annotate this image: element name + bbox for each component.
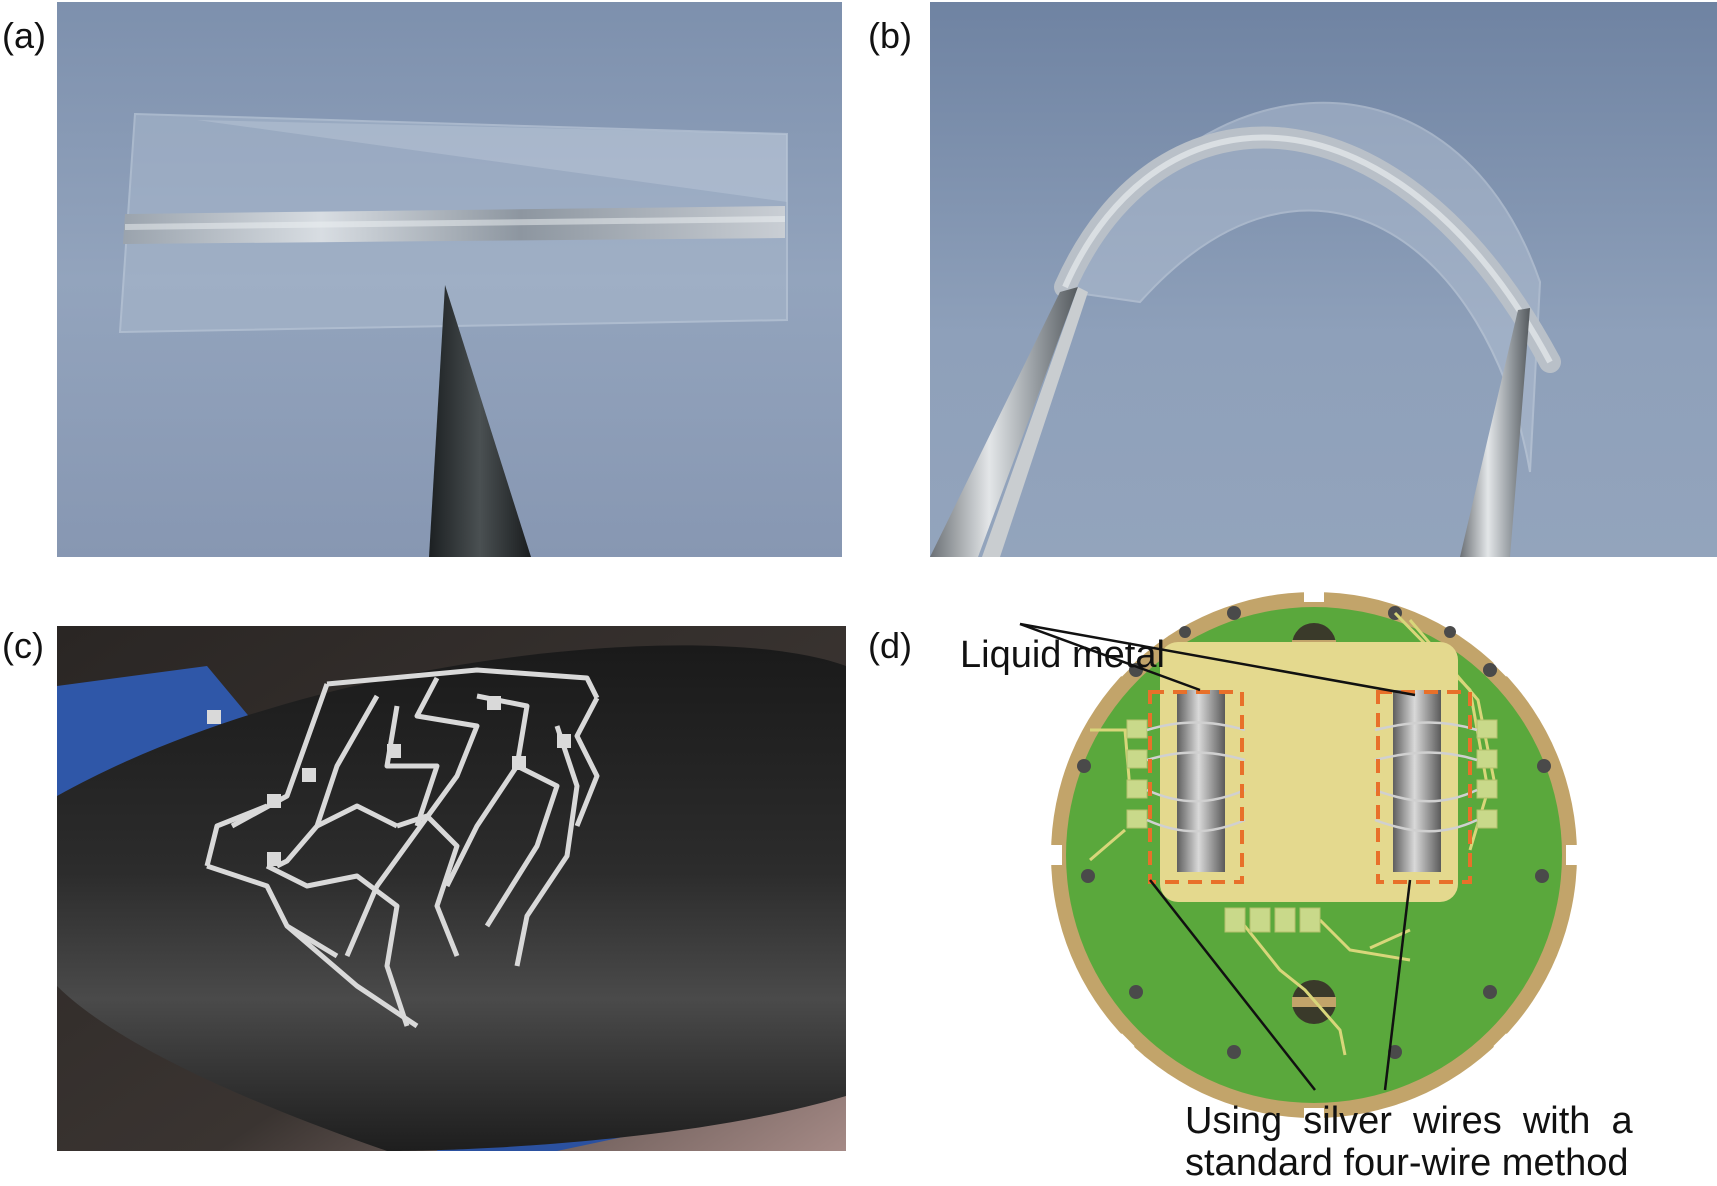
photo-a-flat-strip [57, 2, 842, 557]
dashed-box-right [1376, 690, 1472, 884]
silver-circuit-traces [204, 667, 600, 1029]
liquid-metal-right [1393, 690, 1441, 872]
sample-pad [1160, 642, 1458, 902]
via-dots [1077, 606, 1551, 1059]
liquid-metal-left [1177, 690, 1225, 872]
label-silver-wires-line2: standard four-wire method [1185, 1142, 1629, 1184]
left-tweezer [930, 287, 1078, 557]
rim-notches [1050, 590, 1578, 1120]
diagram-d-test-board [1019, 590, 1578, 1120]
label-silver-wires-line1: Using silver wires with a [1185, 1100, 1633, 1142]
photo-c-flexible-circuit [57, 626, 846, 1151]
panel-label-b: (b) [868, 15, 912, 56]
photo-b-bent-strip [930, 2, 1717, 557]
leader-lines [1019, 622, 1416, 1091]
right-tweezer [1460, 308, 1530, 557]
circuit-pads [207, 696, 571, 866]
contact-pads [1126, 719, 1498, 933]
label-liquid-metal: Liquid metal [960, 634, 1165, 676]
needle-tip [429, 285, 531, 557]
panel-label-a: (a) [2, 15, 46, 56]
panel-label-c: (c) [2, 625, 44, 666]
silver-wires [1146, 721, 1478, 833]
curved-film [57, 645, 846, 1151]
panel-label-d: (d) [868, 625, 912, 666]
dashed-box-left [1148, 690, 1244, 884]
